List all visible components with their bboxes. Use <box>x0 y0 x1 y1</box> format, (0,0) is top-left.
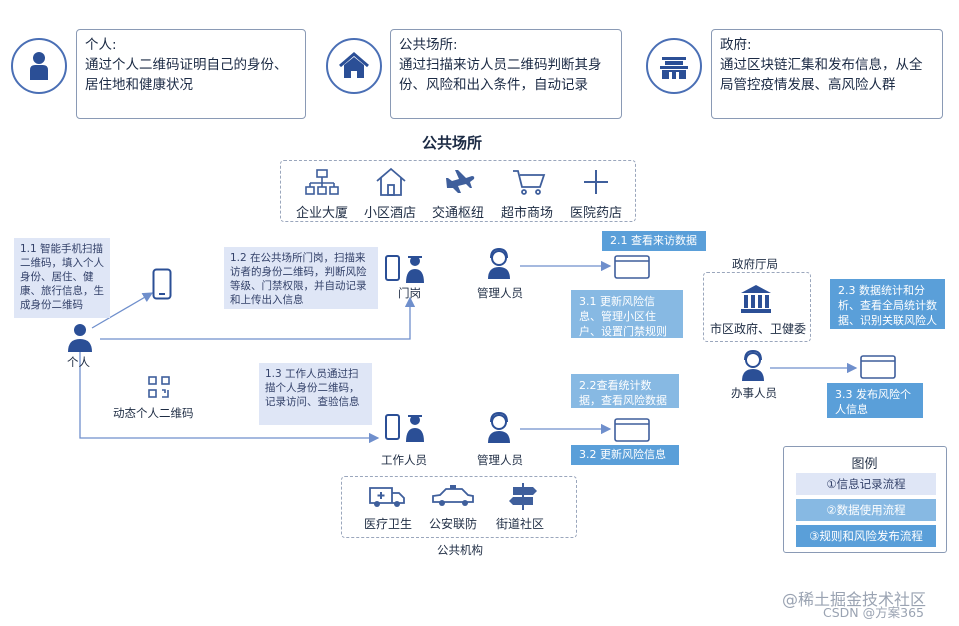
flow-3-3: 3.3 发布风险个人信息 <box>827 383 923 418</box>
manager-label-1: 管理人员 <box>477 286 523 300</box>
gov-hall-group <box>703 272 811 342</box>
note-1-3: 1.3 工作人员通过扫描个人身份二维码，记录访问、查验信息 <box>259 363 372 425</box>
medical-cross-icon <box>582 168 610 200</box>
government-title: 政府: <box>720 37 752 53</box>
legend-item-data-use: ②数据使用流程 <box>796 499 936 521</box>
watermark-line-2: CSDN @方案365 <box>823 605 924 620</box>
note-1-2: 1.2 在公共场所门岗，扫描来访者的身份二维码，判断风险等级、门禁权限，并自动记… <box>224 247 378 309</box>
street-signpost-icon <box>507 481 539 515</box>
personal-title: 个人: <box>85 37 117 53</box>
public-place-desc: 通过扫描来访人员二维码判断其身份、风险和出入条件，自动记录 <box>399 57 602 93</box>
legend-item-record: ①信息记录流程 <box>796 473 936 495</box>
institutions-title: 公共机构 <box>437 543 483 557</box>
worker-label: 工作人员 <box>381 453 427 467</box>
person-label: 个人 <box>67 355 90 369</box>
manager-label-2: 管理人员 <box>477 453 523 467</box>
person-icon <box>11 38 67 94</box>
gov-hall-label: 市区政府、卫健委 <box>710 322 807 336</box>
place-residence: 小区酒店 <box>363 206 416 221</box>
government-card: 政府: 通过区块链汇集和发布信息，从全局管控疫情发展、高风险人群 <box>711 29 943 119</box>
qr-code-label: 动态个人二维码 <box>113 406 194 420</box>
flow-2-2: 2.2查看统计数据，查看风险数据 <box>571 374 679 408</box>
flow-2-1: 2.1 查看来访数据 <box>602 231 706 251</box>
flow-3-1: 3.1 更新风险信息、管理小区住户、设置门禁规则 <box>571 290 683 338</box>
place-hospital: 医院药店 <box>569 206 622 221</box>
residence-house-icon <box>375 167 407 201</box>
gov-hall-title: 政府厅局 <box>732 257 778 271</box>
legend-item-rules: ③规则和风险发布流程 <box>796 525 936 547</box>
institution-medical: 医疗卫生 <box>364 517 413 531</box>
screen-icon-2 <box>614 418 650 446</box>
flow-3-2: 3.2 更新风险信息 <box>571 445 679 465</box>
place-transport: 交通枢纽 <box>431 206 484 221</box>
personal-desc: 通过个人二维码证明自己的身份、居住地和健康状况 <box>85 57 288 93</box>
shopping-cart-icon <box>512 168 546 200</box>
house-icon <box>326 38 382 94</box>
smartphone-icon <box>152 268 172 304</box>
institution-community: 街道社区 <box>496 517 545 531</box>
police-car-icon <box>430 484 476 512</box>
worker-icon <box>384 412 430 446</box>
public-place-group <box>280 160 636 222</box>
staff-headset-icon <box>738 349 768 385</box>
institution-police: 公安联防 <box>429 517 478 531</box>
government-pillar-icon <box>739 284 773 318</box>
public-place-title: 公共场所: <box>399 37 458 53</box>
legend-title: 图例 <box>851 457 878 472</box>
person-actor-icon <box>66 322 94 356</box>
screen-icon-1 <box>614 255 650 283</box>
enterprise-building-icon <box>305 168 339 200</box>
flow-2-3: 2.3 数据统计和分析、查看全局统计数据、识别关联风险人群 <box>830 279 945 342</box>
government-building-icon <box>646 38 702 94</box>
manager-headset-icon <box>484 247 514 283</box>
gate-label: 门岗 <box>398 286 421 300</box>
staff-label: 办事人员 <box>731 386 777 400</box>
airplane-icon <box>444 168 476 200</box>
watermark-line-1: @稀土掘金技术社区 <box>782 590 927 609</box>
legend: 图例 ①信息记录流程 ②数据使用流程 ③规则和风险发布流程 <box>783 446 947 553</box>
government-desc: 通过区块链汇集和发布信息，从全局管控疫情发展、高风险人群 <box>720 57 923 93</box>
personal-card: 个人: 通过个人二维码证明自己的身份、居住地和健康状况 <box>76 29 306 119</box>
institutions-group <box>341 476 577 538</box>
public-place-section-title: 公共场所 <box>422 134 483 152</box>
qr-code-icon <box>147 375 171 403</box>
note-1-1: 1.1 智能手机扫描二维码，填入个人身份、居住、健康、旅行信息，生成身份二维码 <box>14 238 110 318</box>
ambulance-icon <box>368 484 406 512</box>
gate-guard-icon <box>384 253 430 287</box>
manager-headset-icon-2 <box>484 411 514 447</box>
place-enterprise: 企业大厦 <box>295 206 348 221</box>
place-mall: 超市商场 <box>500 206 553 221</box>
screen-icon-3 <box>860 355 896 383</box>
public-place-card: 公共场所: 通过扫描来访人员二维码判断其身份、风险和出入条件，自动记录 <box>390 29 622 119</box>
